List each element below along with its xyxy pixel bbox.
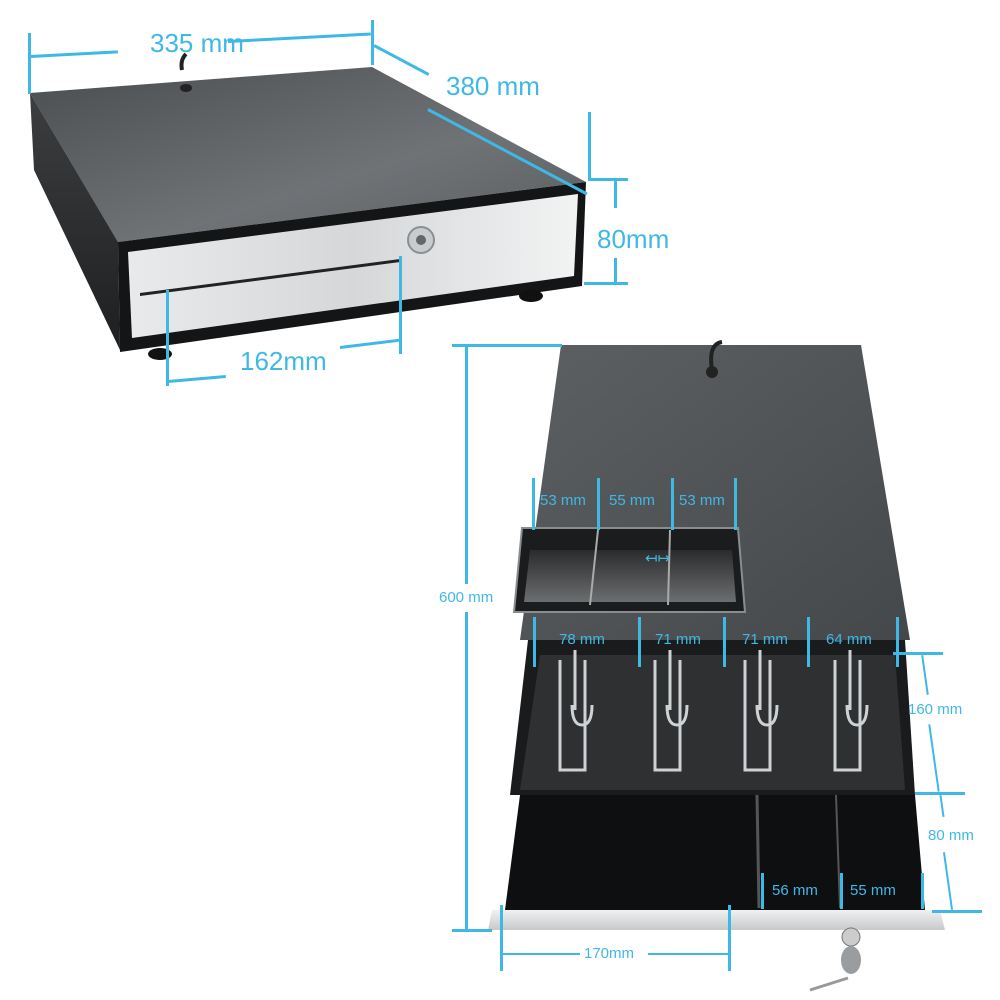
dim-line-height-a bbox=[614, 178, 617, 208]
dim-lower-compartment-2: 55 mm bbox=[850, 882, 896, 899]
dim-line-bill-5 bbox=[896, 617, 899, 667]
dim-line-bill-2 bbox=[638, 617, 641, 667]
dim-line-height-bottom bbox=[584, 282, 628, 285]
dim-line-lower-1 bbox=[761, 873, 764, 909]
dim-line-total-b bbox=[465, 612, 468, 930]
dim-width-label: 335 mm bbox=[150, 28, 244, 58]
dim-bill-compartment-2: 71 mm bbox=[655, 631, 701, 648]
dim-line-lower-3 bbox=[921, 873, 924, 909]
dim-line-coin-2 bbox=[597, 478, 600, 530]
dim-total-depth-label: 600 mm bbox=[439, 589, 494, 606]
dim-line-total-a bbox=[465, 344, 468, 584]
dim-line-slot-right bbox=[399, 256, 402, 354]
dim-line-coin-4 bbox=[734, 478, 737, 530]
dim-line-large-b bbox=[648, 953, 728, 955]
dim-line-large-right bbox=[728, 905, 731, 971]
dim-coin-compartment-1: 53 mm bbox=[540, 492, 586, 509]
dim-lower-section-depth: 80 mm bbox=[928, 827, 974, 844]
dim-line-large-a bbox=[502, 953, 580, 955]
dim-line-total-bottom bbox=[452, 929, 492, 932]
dim-line-height-top bbox=[588, 178, 628, 181]
dim-bill-compartment-3: 71 mm bbox=[742, 631, 788, 648]
dim-coin-compartment-2: 55 mm bbox=[609, 492, 655, 509]
dim-lower-large-compartment: 170mm bbox=[584, 945, 635, 962]
dim-line-slot-left bbox=[166, 290, 169, 386]
dim-line-bill-3 bbox=[723, 617, 726, 667]
dim-bill-compartment-1: 78 mm bbox=[559, 631, 605, 648]
dim-line-total-top bbox=[452, 344, 562, 347]
dim-coin-compartment-3: 53 mm bbox=[679, 492, 725, 509]
dim-line-large-left bbox=[500, 905, 503, 971]
dim-slot-label: 162mm bbox=[240, 346, 327, 376]
dim-line-height-ext bbox=[588, 112, 591, 178]
dim-line-bill-1 bbox=[533, 617, 536, 667]
dim-line-bill-depth-bottom bbox=[915, 792, 965, 795]
dim-line-lower-depth-bottom bbox=[932, 910, 982, 913]
dim-lower-compartment-1: 56 mm bbox=[772, 882, 818, 899]
adjustable-divider-arrows-icon: ↤↦ bbox=[645, 550, 671, 567]
dim-line-lower-2 bbox=[840, 873, 843, 909]
dim-line-width-right bbox=[371, 20, 374, 65]
dim-line-coin-1 bbox=[532, 478, 535, 530]
dim-bill-compartment-4: 64 mm bbox=[826, 631, 872, 648]
dim-line-bill-depth-top bbox=[893, 652, 943, 655]
dim-bill-section-depth: 160 mm bbox=[908, 701, 963, 718]
dim-line-width-left bbox=[28, 33, 31, 94]
dim-line-height-b bbox=[614, 258, 617, 284]
dim-line-coin-3 bbox=[671, 478, 674, 530]
dim-depth-label: 380 mm bbox=[446, 71, 540, 101]
dim-height-label: 80mm bbox=[597, 224, 670, 254]
dim-line-bill-4 bbox=[807, 617, 810, 667]
